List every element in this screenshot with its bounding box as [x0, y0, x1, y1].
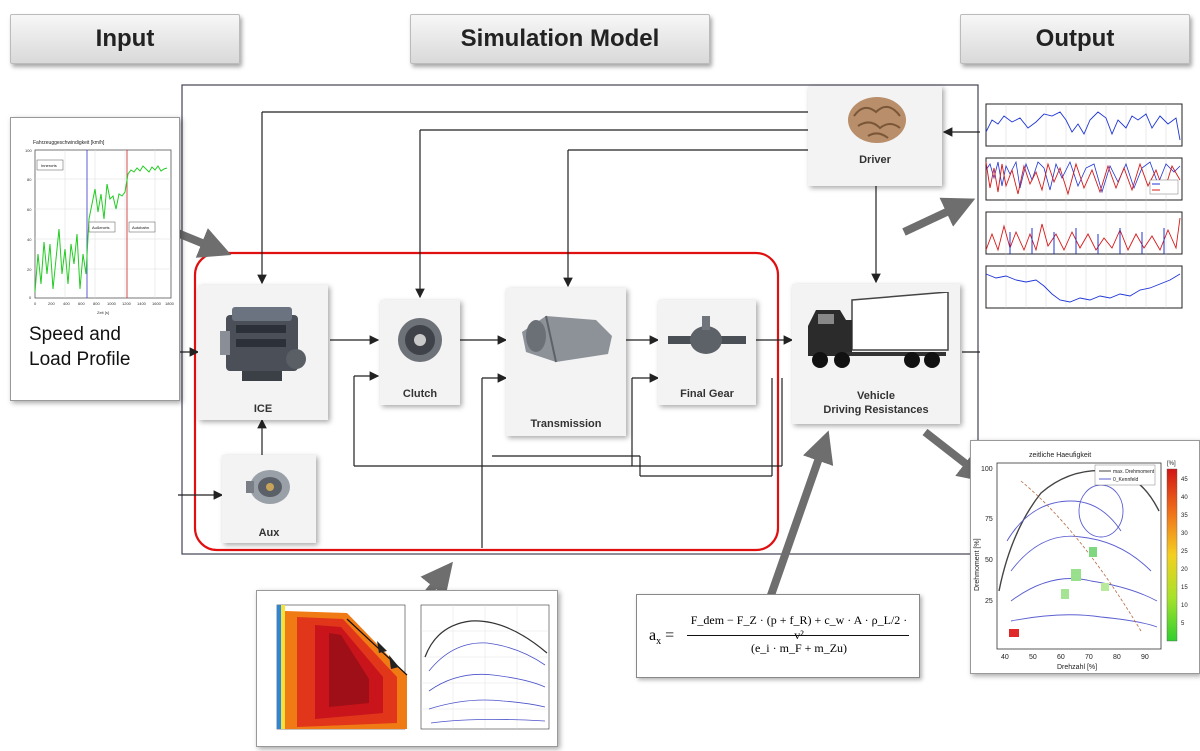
map-y-label: Drehmoment [%]	[974, 538, 981, 591]
acceleration-formula: ax = F_dem − F_Z · (p + f_R) + c_w · A ·…	[636, 594, 920, 678]
input-header: Input	[10, 14, 240, 64]
svg-text:40: 40	[27, 237, 32, 242]
aux-label: Aux	[258, 527, 280, 539]
svg-text:35: 35	[1181, 513, 1188, 519]
svg-text:75: 75	[985, 516, 993, 523]
svg-text:25: 25	[985, 598, 993, 605]
svg-text:5: 5	[1181, 621, 1185, 627]
speed-chart-y-ticks: 100 80 60 40 20 0	[25, 148, 32, 300]
map-x-ticks: 40 50 60 70 80 90	[1001, 654, 1149, 661]
driver-block: Driver	[808, 86, 942, 186]
map-x-label: Drehzahl [%]	[1057, 664, 1097, 671]
map-legend-2: 0_Kennfeld	[1113, 477, 1139, 483]
formula-lhs: ax =	[649, 627, 675, 648]
engine-icon	[220, 307, 306, 381]
alternator-icon	[246, 470, 290, 504]
svg-text:30: 30	[1181, 531, 1188, 537]
svg-text:[%]: [%]	[1167, 461, 1176, 467]
speed-load-label-1: Speed and	[29, 324, 121, 345]
speed-load-label-2: Load Profile	[29, 349, 131, 370]
formula-numerator: F_dem − F_Z · (p + f_R) + c_w · A · ρ_L/…	[690, 613, 908, 642]
svg-text:45: 45	[1181, 477, 1188, 483]
output-timeseries-panel	[980, 98, 1190, 326]
svg-text:70: 70	[1085, 654, 1093, 661]
svg-text:1000: 1000	[107, 301, 117, 306]
svg-text:600: 600	[78, 301, 85, 306]
svg-text:1800: 1800	[165, 301, 175, 306]
final-gear-label: Final Gear	[680, 388, 734, 400]
brain-icon	[848, 97, 906, 143]
formula-fraction-bar	[687, 635, 909, 636]
driver-label: Driver	[859, 154, 891, 166]
svg-text:200: 200	[48, 301, 55, 306]
map-title: zeitliche Haeufigkeit	[1029, 452, 1091, 459]
svg-text:60: 60	[27, 207, 32, 212]
map-legend-1: max. Drehmoment	[1113, 469, 1155, 475]
svg-text:0: 0	[29, 295, 32, 300]
vehicle-label-2: Driving Resistances	[823, 404, 929, 416]
map-colorbar-ticks: 45 40 35 30 25 20 15 10 5	[1181, 477, 1188, 627]
aux-block: Aux	[222, 455, 316, 543]
speed-chart-title: Fahrzeuggeschwindigkeit [km/h]	[33, 140, 105, 146]
speed-profile-chart: Fahrzeuggeschwindigkeit [km/h] Innerorts…	[25, 140, 175, 315]
clutch-block: Clutch	[380, 300, 460, 405]
input-profile-panel: Fahrzeuggeschwindigkeit [km/h] Innerorts…	[10, 117, 180, 401]
svg-text:20: 20	[27, 267, 32, 272]
engine-map-panel	[256, 590, 558, 747]
final-gear-block: Final Gear	[658, 300, 756, 405]
svg-text:40: 40	[1001, 654, 1009, 661]
svg-text:10: 10	[1181, 603, 1188, 609]
transmission-block: Transmission	[506, 288, 626, 436]
map-y-ticks: 100 75 50 25	[981, 466, 993, 605]
simulation-model-header: Simulation Model	[410, 14, 710, 64]
svg-text:100: 100	[981, 466, 993, 473]
output-map-chart: zeitliche Haeufigkeit max. Drehmoment 0_…	[974, 452, 1188, 671]
formula-denominator: (e_i · m_F + m_Zu)	[750, 641, 848, 655]
zone-label-highway: Autobahn	[132, 225, 149, 230]
clutch-icon	[398, 318, 442, 362]
output-map-panel: zeitliche Haeufigkeit max. Drehmoment 0_…	[970, 440, 1200, 674]
map-colorbar	[1166, 468, 1178, 642]
engine-map-charts	[276, 604, 550, 730]
svg-text:800: 800	[93, 301, 100, 306]
differential-icon	[668, 316, 746, 354]
svg-text:80: 80	[1113, 654, 1121, 661]
svg-text:15: 15	[1181, 585, 1188, 591]
zone-label-urban: Innerorts	[41, 163, 57, 168]
output-header: Output	[960, 14, 1190, 64]
svg-text:1600: 1600	[152, 301, 162, 306]
svg-text:40: 40	[1181, 495, 1188, 501]
svg-text:400: 400	[63, 301, 70, 306]
speed-chart-x-label: Zeit [s]	[97, 310, 109, 315]
transmission-label: Transmission	[530, 418, 602, 430]
svg-text:50: 50	[1029, 654, 1037, 661]
svg-text:60: 60	[1057, 654, 1065, 661]
svg-text:20: 20	[1181, 567, 1188, 573]
transmission-icon	[522, 315, 612, 363]
svg-text:50: 50	[985, 557, 993, 564]
svg-text:1400: 1400	[137, 301, 147, 306]
ice-block: ICE	[198, 285, 328, 420]
svg-text:80: 80	[27, 177, 32, 182]
zone-label-rural: Außerorts	[92, 225, 110, 230]
svg-text:90: 90	[1141, 654, 1149, 661]
svg-text:1200: 1200	[122, 301, 132, 306]
svg-text:100: 100	[25, 148, 32, 153]
clutch-label: Clutch	[402, 388, 438, 400]
truck-icon	[808, 292, 949, 368]
vehicle-block: Vehicle Driving Resistances	[792, 284, 960, 424]
svg-text:25: 25	[1181, 549, 1188, 555]
ice-label: ICE	[253, 403, 273, 415]
vehicle-label-1: Vehicle	[857, 390, 895, 402]
svg-text:0: 0	[34, 301, 37, 306]
